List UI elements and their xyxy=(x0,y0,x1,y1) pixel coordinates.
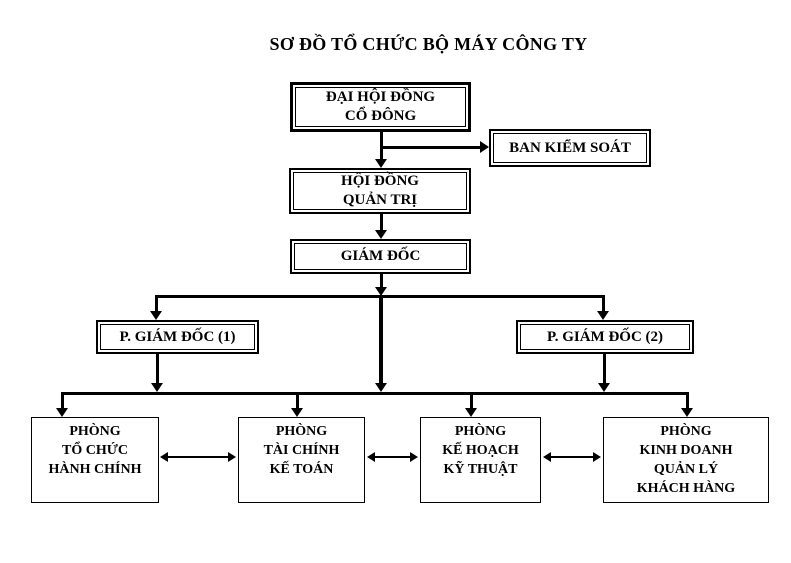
arrowhead-right-icon xyxy=(228,452,236,462)
connector-bus-dept-planning xyxy=(470,395,473,408)
arrowhead-down-icon xyxy=(375,230,387,239)
node-deputy-director-1-label: P. GIÁM ĐỐC (1) xyxy=(100,324,255,350)
connector-deputy1-departments xyxy=(156,354,159,383)
arrowhead-down-icon xyxy=(465,408,477,417)
node-board-of-directors-label: HỘI ĐỒNG QUẢN TRỊ xyxy=(293,172,467,210)
arrowhead-right-icon xyxy=(410,452,418,462)
node-dept-business: PHÒNG KINH DOANH QUẢN LÝ KHÁCH HÀNG xyxy=(603,417,769,503)
arrowhead-down-icon xyxy=(291,408,303,417)
arrowhead-left-icon xyxy=(367,452,375,462)
connector-shareholders-supervisory xyxy=(381,146,480,149)
arrowhead-down-icon xyxy=(375,287,387,296)
connector-bus-dept-business xyxy=(686,395,689,408)
connector-director-departments-trunk xyxy=(379,298,383,383)
connector-finance-planning xyxy=(375,456,410,458)
node-deputy-director-1: P. GIÁM ĐỐC (1) xyxy=(96,320,259,354)
node-dept-admin: PHÒNG TỔ CHỨC HÀNH CHÍNH xyxy=(31,417,159,503)
connector-board-director xyxy=(380,214,383,231)
node-director-label: GIÁM ĐỐC xyxy=(294,243,467,270)
arrowhead-down-icon xyxy=(375,383,387,392)
connector-admin-finance xyxy=(168,456,228,458)
connector-planning-business xyxy=(551,456,593,458)
arrowhead-down-icon xyxy=(56,408,68,417)
connector-bus-deputy2 xyxy=(602,298,605,312)
arrowhead-down-icon xyxy=(598,383,610,392)
connector-bus-dept-finance xyxy=(296,395,299,408)
page-title: SƠ ĐỒ TỔ CHỨC BỘ MÁY CÔNG TY xyxy=(269,34,588,54)
node-dept-planning: PHÒNG KẾ HOẠCH KỸ THUẬT xyxy=(420,417,541,503)
node-shareholders-label: ĐẠI HỘI ĐỒNG CỔ ĐÔNG xyxy=(295,87,466,127)
arrowhead-down-icon xyxy=(597,311,609,320)
arrowhead-down-icon xyxy=(681,408,693,417)
node-board-of-directors: HỘI ĐỒNG QUẢN TRỊ xyxy=(289,168,471,214)
arrowhead-right-icon xyxy=(480,141,489,153)
arrowhead-down-icon xyxy=(151,383,163,392)
connector-departments-bus xyxy=(61,392,689,395)
node-deputy-director-2-label: P. GIÁM ĐỐC (2) xyxy=(520,324,690,350)
arrowhead-left-icon xyxy=(543,452,551,462)
arrowhead-left-icon xyxy=(160,452,168,462)
node-supervisory-board: BAN KIỂM SOÁT xyxy=(489,129,651,167)
node-shareholders: ĐẠI HỘI ĐỒNG CỔ ĐÔNG xyxy=(290,82,471,132)
node-dept-finance: PHÒNG TÀI CHÍNH KẾ TOÁN xyxy=(238,417,365,503)
connector-director-branch xyxy=(380,273,383,287)
node-director: GIÁM ĐỐC xyxy=(290,239,471,274)
arrowhead-down-icon xyxy=(150,311,162,320)
arrowhead-right-icon xyxy=(593,452,601,462)
arrowhead-down-icon xyxy=(375,159,387,168)
connector-bus-deputy1 xyxy=(155,298,158,312)
connector-bus-dept-admin xyxy=(61,395,64,408)
connector-deputies-bus xyxy=(155,295,605,298)
node-deputy-director-2: P. GIÁM ĐỐC (2) xyxy=(516,320,694,354)
node-supervisory-board-label: BAN KIỂM SOÁT xyxy=(493,133,647,163)
connector-deputy2-departments xyxy=(603,354,606,383)
